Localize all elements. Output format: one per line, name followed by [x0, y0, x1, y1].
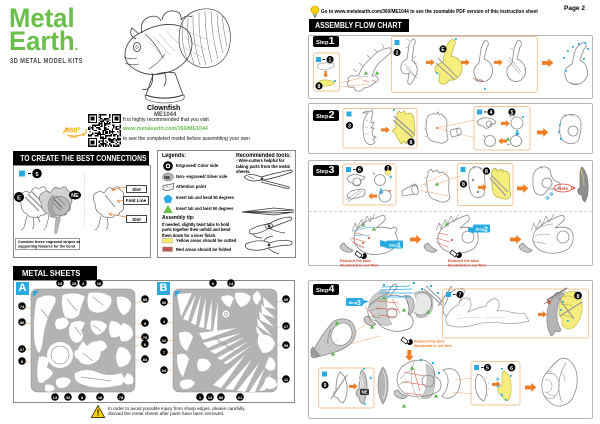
svg-text:78: 78	[119, 395, 124, 400]
svg-text:5: 5	[35, 172, 38, 178]
svg-text:Consider these engraved stripe: Consider these engraved stripes as	[18, 240, 80, 244]
svg-text:9: 9	[324, 383, 327, 389]
svg-text:7: 7	[459, 293, 462, 299]
svg-text:8: 8	[318, 84, 321, 90]
svg-text:69: 69	[284, 297, 289, 302]
svg-text:33: 33	[66, 395, 71, 400]
svg-text:32: 32	[162, 338, 167, 343]
svg-text:Step: Step	[349, 300, 358, 305]
svg-text:8: 8	[21, 359, 24, 364]
svg-text:14: 14	[229, 281, 234, 286]
svg-text:Reinsert the tabs: Reinsert the tabs	[414, 340, 445, 344]
svg-text:94: 94	[162, 368, 167, 373]
svg-text:6: 6	[144, 342, 147, 347]
svg-text:88: 88	[143, 297, 148, 302]
svg-text:illustrated in red first: illustrated in red first	[414, 344, 453, 348]
svg-text:6: 6	[212, 281, 215, 286]
svg-text:3: 3	[357, 300, 361, 307]
svg-text:1: 1	[397, 243, 401, 250]
svg-text:4: 4	[490, 110, 493, 116]
svg-text:5: 5	[486, 366, 489, 372]
svg-text:6: 6	[510, 366, 513, 372]
svg-text:23: 23	[58, 281, 63, 286]
svg-text:supporting features for the be: supporting features for the bend	[18, 245, 76, 249]
svg-text:NE: NE	[362, 390, 368, 395]
svg-text:8: 8	[410, 140, 413, 146]
svg-text:360°: 360°	[65, 126, 81, 135]
svg-text:11: 11	[284, 377, 289, 382]
svg-text:E: E	[17, 195, 21, 201]
svg-text:74: 74	[20, 304, 25, 309]
svg-text:Note: Note	[558, 186, 568, 191]
svg-text:8: 8	[576, 294, 579, 300]
svg-text:5: 5	[511, 110, 514, 116]
svg-text:Step: Step	[389, 243, 398, 248]
svg-text:17: 17	[284, 324, 289, 329]
svg-text:27: 27	[20, 347, 25, 352]
svg-text:13: 13	[208, 395, 213, 400]
svg-text:NE: NE	[71, 193, 79, 199]
svg-text:7: 7	[387, 167, 390, 173]
svg-text:7: 7	[163, 350, 166, 355]
svg-text:4: 4	[163, 319, 166, 324]
svg-text:Reinsert the tabs: Reinsert the tabs	[340, 259, 371, 263]
svg-text:59: 59	[284, 343, 289, 348]
svg-text:80: 80	[219, 395, 224, 400]
svg-text:1: 1	[199, 395, 202, 400]
svg-text:25: 25	[72, 281, 77, 286]
svg-text:21: 21	[238, 395, 243, 400]
svg-text:86: 86	[20, 320, 25, 325]
svg-text:2: 2	[396, 51, 399, 57]
svg-text:18: 18	[98, 395, 103, 400]
svg-text:Step: Step	[476, 227, 485, 232]
svg-text:2: 2	[82, 281, 85, 286]
svg-text:NE: NE	[164, 175, 170, 180]
svg-text:illustrated in red first: illustrated in red first	[340, 264, 379, 268]
svg-text:2: 2	[484, 227, 488, 234]
svg-text:illustrated in red first: illustrated in red first	[448, 264, 487, 268]
svg-text:3: 3	[348, 124, 351, 130]
svg-text:8: 8	[81, 395, 84, 400]
svg-text:!: !	[97, 408, 100, 418]
svg-text:6: 6	[358, 168, 361, 174]
svg-text:30: 30	[162, 300, 167, 305]
svg-text:84: 84	[143, 357, 148, 362]
svg-text:9: 9	[144, 321, 147, 326]
svg-text:8: 8	[462, 182, 465, 188]
svg-text:8: 8	[485, 169, 488, 175]
svg-text:Reinsert the tabs: Reinsert the tabs	[448, 259, 479, 263]
svg-text:VIEW: VIEW	[69, 135, 79, 139]
svg-text:13: 13	[53, 395, 58, 400]
svg-text:1: 1	[329, 58, 332, 64]
svg-text:16: 16	[97, 281, 102, 286]
svg-text:E: E	[441, 47, 445, 53]
svg-text:76: 76	[143, 335, 148, 340]
